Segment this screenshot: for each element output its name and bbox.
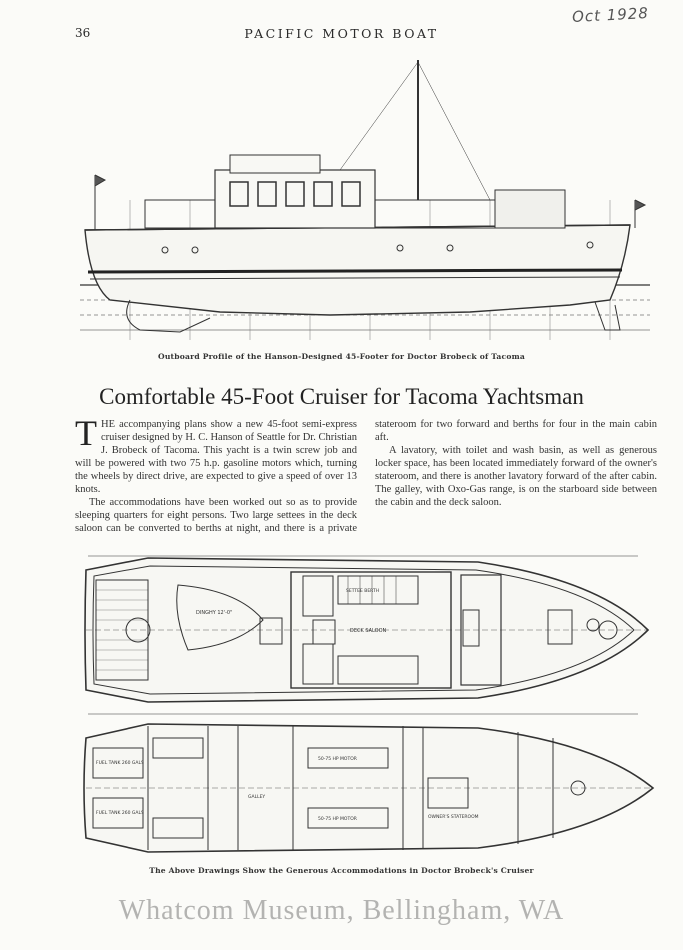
deck-plan-drawing: DINGHY 12'-0" SETTEE BERTH DECK SALOON [84,555,650,715]
accommodation-plan-drawing: FUEL TANK 260 GALS FUEL TANK 260 GALS 50… [83,723,655,853]
fuel-tank-1-label: FUEL TANK 260 GALS [96,760,144,766]
owners-stateroom-label: OWNER'S STATEROOM [428,814,479,820]
page-number: 36 [75,26,91,40]
galley-label: GALLEY [248,794,265,800]
settee-label: SETTEE BERTH [346,588,379,594]
publication-title: PACIFIC MOTOR BOAT [244,26,439,41]
motor-1-label: 50-75 HP MOTOR [318,756,357,762]
saloon-label: DECK SALOON [350,628,387,634]
article-paragraph-1: HE accompanying plans show a new 45-foot… [75,419,357,495]
dinghy-label: DINGHY 12'-0" [196,610,232,616]
outboard-profile-drawing [80,60,650,340]
article-paragraph-2: The accommodations have been worked out … [75,419,657,534]
handwritten-date: Oct 1928 [571,4,650,26]
drop-cap: T [75,413,97,453]
profile-caption: Outboard Profile of the Hanson-Designed … [158,352,525,361]
motor-2-label: 50-75 HP MOTOR [318,816,357,822]
museum-watermark: Whatcom Museum, Bellingham, WA [118,895,565,926]
article-paragraph-3: A lavatory, with toilet and wash basin, … [375,445,657,508]
fuel-tank-2-label: FUEL TANK 260 GALS [96,810,144,816]
article-headline: Comfortable 45-Foot Cruiser for Tacoma Y… [99,384,584,409]
plans-caption: The Above Drawings Show the Generous Acc… [149,866,534,875]
